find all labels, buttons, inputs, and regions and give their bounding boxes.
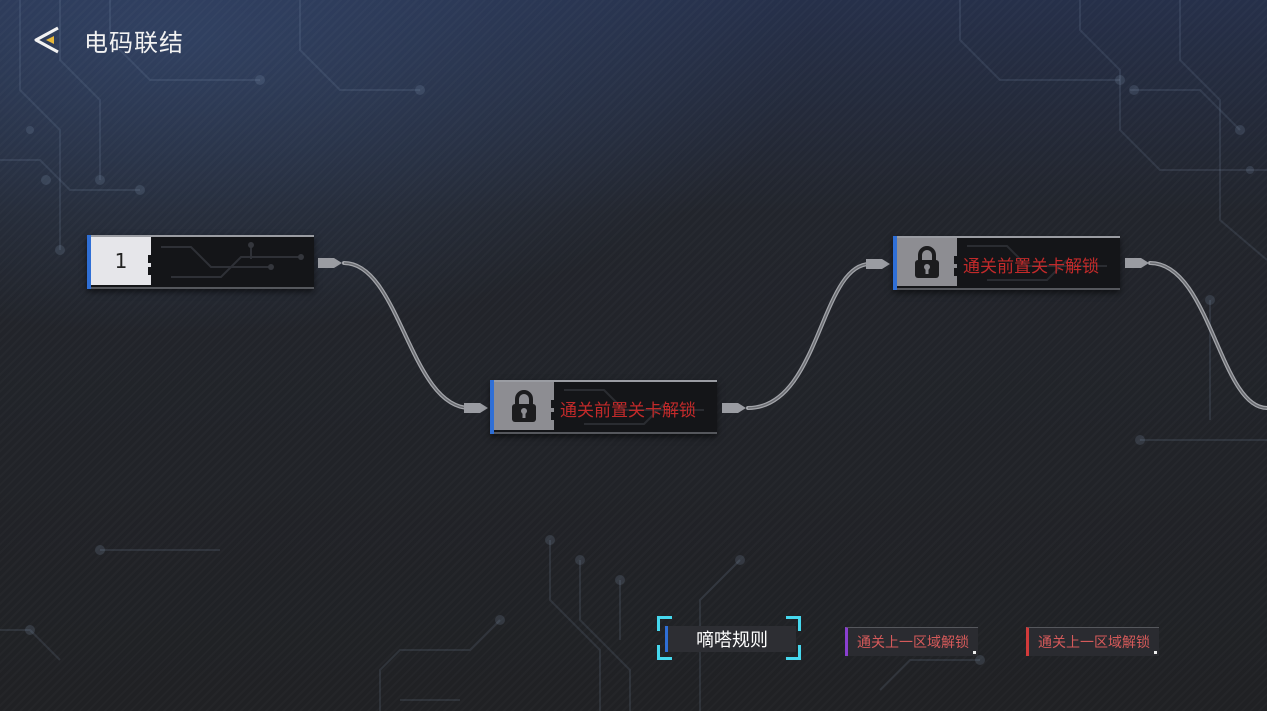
header: 电码联结: [30, 20, 184, 60]
lock-tile: [897, 238, 957, 286]
page-title: 电码联结: [84, 28, 184, 57]
legend-purple-label: 通关上一区域解锁: [857, 635, 969, 651]
unlock-requirement-text: 通关前置关卡解锁: [963, 257, 1099, 277]
back-button[interactable]: [30, 23, 64, 57]
connector-plug-out: [1125, 258, 1149, 268]
unlock-requirement-text: 通关前置关卡解锁: [560, 401, 696, 421]
level-number-tile: 1: [91, 237, 151, 285]
level-number: 1: [114, 249, 128, 273]
level-node-3[interactable]: 通关前置关卡解锁: [893, 236, 1120, 290]
connector-plug-out: [318, 258, 342, 268]
legend-red-label: 通关上一区域解锁: [1038, 635, 1150, 651]
node-circuit-pattern: [967, 245, 1107, 281]
node-circuit-pattern: [564, 389, 704, 425]
rules-label: 嘀嗒规则: [665, 626, 796, 652]
legend-red-chip: 通关上一区域解锁: [1026, 627, 1159, 656]
level-node-1[interactable]: 1: [87, 235, 314, 289]
link-1-2: [342, 261, 472, 410]
connector-plug-in: [464, 403, 488, 413]
back-arrow-icon: [34, 26, 59, 54]
connector-plug-out: [722, 403, 746, 413]
lock-icon: [512, 390, 536, 422]
connector-plug-in: [866, 259, 890, 269]
lock-icon: [915, 246, 939, 278]
node-circuit-pattern: [161, 242, 304, 278]
legend-purple-chip: 通关上一区域解锁: [845, 627, 978, 656]
link-2-3: [746, 262, 872, 410]
lock-tile: [494, 382, 554, 430]
rules-button[interactable]: 嘀嗒规则: [657, 616, 801, 660]
level-node-2[interactable]: 通关前置关卡解锁: [490, 380, 717, 434]
link-3-next: [1148, 261, 1267, 410]
